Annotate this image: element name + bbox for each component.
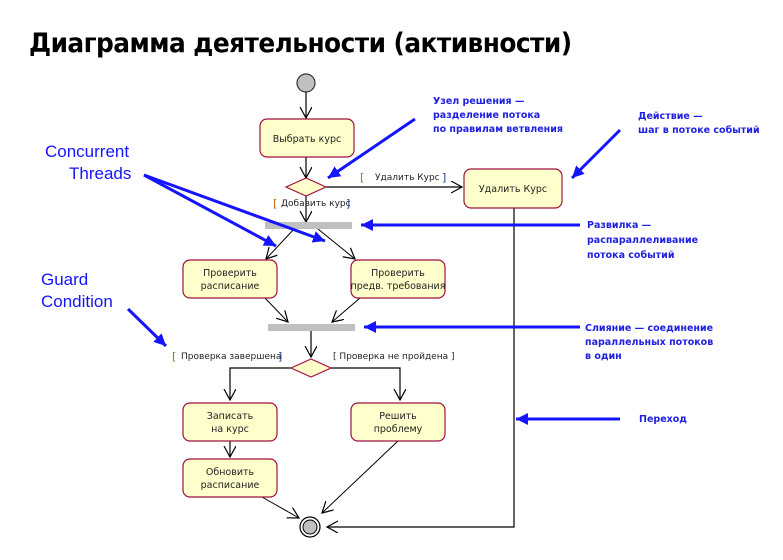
svg-text:разделение потока: разделение потока — [433, 110, 540, 121]
action-label: проблему — [374, 424, 423, 435]
action-label: на курс — [211, 424, 249, 435]
guard-label: Проверка завершена — [181, 352, 281, 362]
svg-text:[: [ — [360, 171, 364, 184]
transition-check-prereq-to-join — [332, 297, 361, 322]
action-check-prerequisites: Проверить предв. требования — [350, 259, 446, 299]
svg-text:[: [ — [273, 197, 277, 210]
note-action: Действие — шаг в потоке событий — [638, 111, 760, 136]
action-label: Выбрать курс — [273, 134, 342, 145]
transition-decision-to-resolve — [330, 367, 400, 400]
fork-bar — [265, 222, 352, 229]
arrow-decision-note — [327, 117, 416, 180]
transition-fork-to-check-schedule — [266, 228, 295, 259]
action-select-course: Выбрать курс — [259, 118, 355, 158]
svg-text:Слияние — соединение: Слияние — соединение — [585, 323, 713, 334]
action-delete-course: Удалить Курс — [463, 168, 563, 209]
arrow-concurrent-1 — [143, 173, 277, 248]
guard-check-done: [ Проверка завершена ] — [172, 350, 282, 363]
svg-text:Действие —: Действие — — [638, 111, 703, 122]
arrow-guard-note — [126, 307, 168, 348]
note-fork: Развилка — распараллеливание потока собы… — [587, 220, 698, 261]
decision-node-check — [289, 358, 333, 378]
action-label: расписание — [201, 480, 260, 491]
svg-text:]: ] — [278, 350, 282, 363]
initial-node — [296, 73, 316, 93]
guard-label: Добавить курс — [281, 199, 351, 209]
action-label: предв. требования — [351, 281, 446, 292]
note-join: Слияние — соединение параллельных потоко… — [585, 323, 713, 362]
transition-check-schedule-to-join — [264, 297, 288, 322]
svg-text:[: [ — [172, 350, 176, 363]
action-check-schedule: Проверить расписание — [182, 259, 278, 299]
svg-text:Переход: Переход — [639, 414, 687, 425]
svg-text:Condition: Condition — [41, 292, 113, 311]
svg-text:потока событий: потока событий — [587, 250, 675, 261]
action-enroll: Записать на курс — [182, 402, 278, 442]
svg-text:]: ] — [346, 197, 350, 210]
svg-text:распараллеливание: распараллеливание — [587, 235, 698, 246]
action-label: Проверить — [371, 268, 425, 279]
transition-delete-to-final — [327, 207, 515, 527]
svg-text:по правилам ветвления: по правилам ветвления — [433, 124, 563, 135]
transitions — [230, 92, 515, 527]
svg-text:Узел решения —: Узел решения — — [433, 96, 524, 107]
note-guard-condition: Guard Condition — [41, 270, 113, 311]
guard-label: Удалить Курс — [375, 173, 440, 183]
guard-check-failed: [ Проверка не пройдена ] — [333, 352, 455, 362]
svg-text:Concurrent: Concurrent — [45, 142, 129, 161]
final-node — [299, 516, 321, 538]
svg-text:Threads: Threads — [69, 164, 131, 183]
action-label: Проверить — [203, 268, 257, 279]
decision-node-course — [284, 177, 328, 197]
action-label: Удалить Курс — [479, 184, 547, 195]
transition-update-to-final — [261, 496, 299, 518]
svg-text:параллельных потоков: параллельных потоков — [585, 337, 713, 348]
transition-fork-to-check-prereq — [317, 228, 355, 259]
svg-text:в один: в один — [585, 351, 622, 362]
svg-text:Guard: Guard — [41, 270, 88, 289]
note-decision: Узел решения — разделение потока по прав… — [433, 96, 563, 135]
svg-text:шаг в потоке событий: шаг в потоке событий — [638, 125, 760, 136]
arrow-concurrent-2 — [143, 173, 326, 243]
action-label: Обновить — [206, 467, 255, 478]
note-concurrent-threads: Concurrent Threads — [45, 142, 131, 183]
transition-resolve-to-final — [322, 440, 399, 513]
arrow-action-note — [570, 128, 622, 180]
action-label: Записать — [207, 411, 254, 422]
annotation-arrows — [126, 117, 622, 425]
action-label: Решить — [379, 411, 417, 422]
svg-text:]: ] — [442, 171, 446, 184]
guard-delete: [ Удалить Курс ] — [360, 171, 446, 184]
page-title: Диаграмма деятельности (активности) — [29, 28, 572, 59]
note-transition: Переход — [639, 414, 687, 425]
guard-label: [ Проверка не пройдена ] — [333, 352, 455, 362]
action-resolve-problem: Решить проблему — [350, 402, 446, 442]
action-update-schedule: Обновить расписание — [182, 458, 278, 498]
guard-add: [ Добавить курс ] — [273, 197, 351, 210]
transition-decision-to-enroll — [230, 367, 292, 400]
action-label: расписание — [201, 281, 260, 292]
join-bar — [268, 324, 355, 331]
svg-text:Развилка —: Развилка — — [587, 220, 651, 231]
